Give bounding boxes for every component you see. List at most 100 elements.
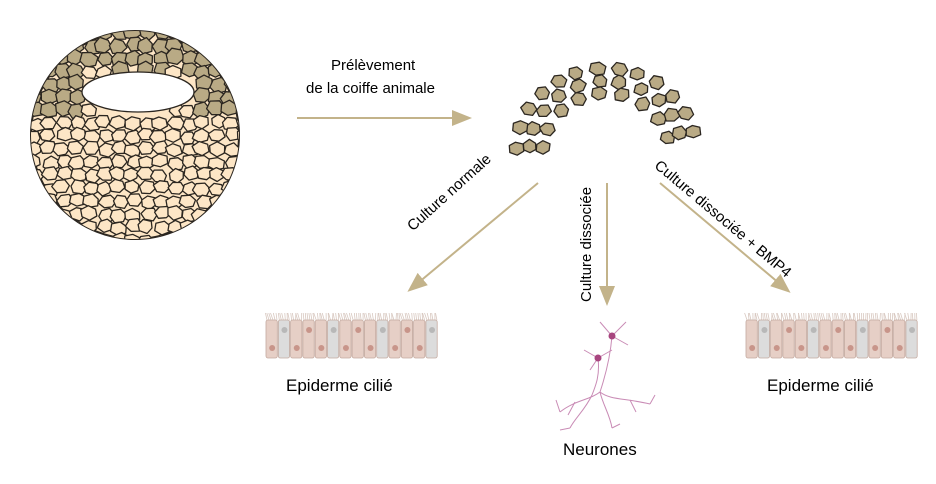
- neurite: [599, 335, 613, 393]
- cilium: [803, 312, 805, 321]
- cilium: [279, 312, 282, 321]
- cilium: [853, 312, 856, 321]
- cilium: [411, 312, 413, 321]
- cilium: [868, 312, 871, 321]
- cilium: [355, 312, 358, 321]
- vegetal-cell: [223, 142, 239, 157]
- vegetal-cell: [137, 218, 153, 235]
- epidermal-cell: [351, 319, 364, 359]
- cilium: [384, 312, 387, 321]
- cilium: [763, 312, 766, 321]
- vegetal-cell: [94, 114, 111, 129]
- cap-cell: [610, 73, 627, 91]
- cilium: [794, 312, 797, 321]
- epidermal-cell: [413, 319, 426, 359]
- neurite: [569, 394, 593, 429]
- nucleus: [835, 327, 842, 333]
- vegetal-cell: [195, 166, 213, 181]
- cap-cell: [553, 103, 570, 118]
- nucleus: [773, 345, 780, 351]
- cilium: [417, 312, 419, 321]
- vegetal-cell: [70, 179, 89, 195]
- cap-cell: [610, 61, 629, 78]
- cilium: [808, 312, 811, 321]
- cilium: [385, 312, 389, 321]
- vegetal-cell: [238, 140, 239, 155]
- cilium: [907, 312, 910, 321]
- vegetal-cell: [178, 104, 195, 119]
- cilium: [277, 312, 280, 321]
- epidermal-cell: [302, 319, 315, 359]
- nucleus: [786, 327, 793, 333]
- epidermal-cell: [819, 319, 832, 359]
- cap-cell: [569, 78, 587, 94]
- cilium: [304, 312, 307, 321]
- nucleus: [379, 327, 386, 333]
- cilium: [426, 312, 430, 321]
- cilium: [836, 312, 840, 321]
- neurite: [591, 357, 599, 396]
- ciliated-cell: [905, 319, 918, 359]
- nucleus: [330, 327, 337, 333]
- cilium: [789, 312, 793, 321]
- neurite: [559, 427, 571, 431]
- label-culture-dissociated: Culture dissociée: [578, 186, 595, 302]
- cilium: [344, 312, 348, 321]
- vegetal-cell: [108, 178, 126, 194]
- arrow-culture-bmp4: [659, 182, 791, 293]
- vegetal-cell: [152, 180, 171, 194]
- nucleus: [416, 345, 423, 351]
- ciliated-cell: [376, 319, 389, 359]
- cilium: [435, 312, 438, 321]
- cilium: [320, 312, 323, 321]
- nucleus: [896, 345, 903, 351]
- cilium: [306, 312, 309, 321]
- blastocoel: [81, 71, 195, 113]
- neurite: [599, 391, 651, 405]
- cilium: [316, 312, 319, 321]
- cilium: [421, 312, 423, 321]
- cilium: [747, 312, 750, 321]
- cilium: [371, 312, 374, 321]
- ciliated-epidermis-left: [265, 312, 438, 359]
- cap-cell: [633, 82, 649, 97]
- cilium: [897, 312, 899, 321]
- cilium: [900, 312, 903, 321]
- ciliated-cell: [327, 319, 340, 359]
- nucleus: [429, 327, 436, 333]
- nucleus: [342, 345, 349, 351]
- cilium: [350, 312, 354, 321]
- vegetal-cell: [82, 154, 99, 169]
- nucleus: [367, 345, 374, 351]
- nucleus: [749, 345, 756, 351]
- vegetal-cell: [138, 179, 156, 195]
- vegetal-cell: [164, 143, 183, 158]
- cilium: [313, 312, 317, 321]
- cilium: [399, 312, 403, 321]
- cilium: [328, 312, 331, 321]
- epidermal-cell: [868, 319, 881, 359]
- cilium: [408, 312, 411, 321]
- animal-cell: [97, 51, 114, 67]
- cap-cell: [614, 87, 630, 102]
- cap-cell: [512, 120, 529, 136]
- cilium: [348, 312, 352, 321]
- epidermal-cell: [794, 319, 807, 359]
- cilium: [424, 312, 428, 321]
- vegetal-cell: [80, 205, 98, 221]
- cilium: [419, 312, 421, 321]
- nucleus: [269, 345, 276, 351]
- cilium: [404, 312, 407, 321]
- animal-cap-explant: [508, 61, 702, 156]
- vegetal-cell: [136, 234, 155, 239]
- cilium: [893, 312, 895, 321]
- cilium: [363, 312, 366, 321]
- vegetal-cell: [80, 219, 97, 235]
- vegetal-cell: [178, 194, 197, 209]
- cilium: [295, 312, 298, 321]
- cilium: [817, 312, 819, 321]
- neurite: [567, 401, 576, 416]
- label-explant-line2: de la coiffe animale: [306, 80, 435, 97]
- cilium: [893, 312, 897, 321]
